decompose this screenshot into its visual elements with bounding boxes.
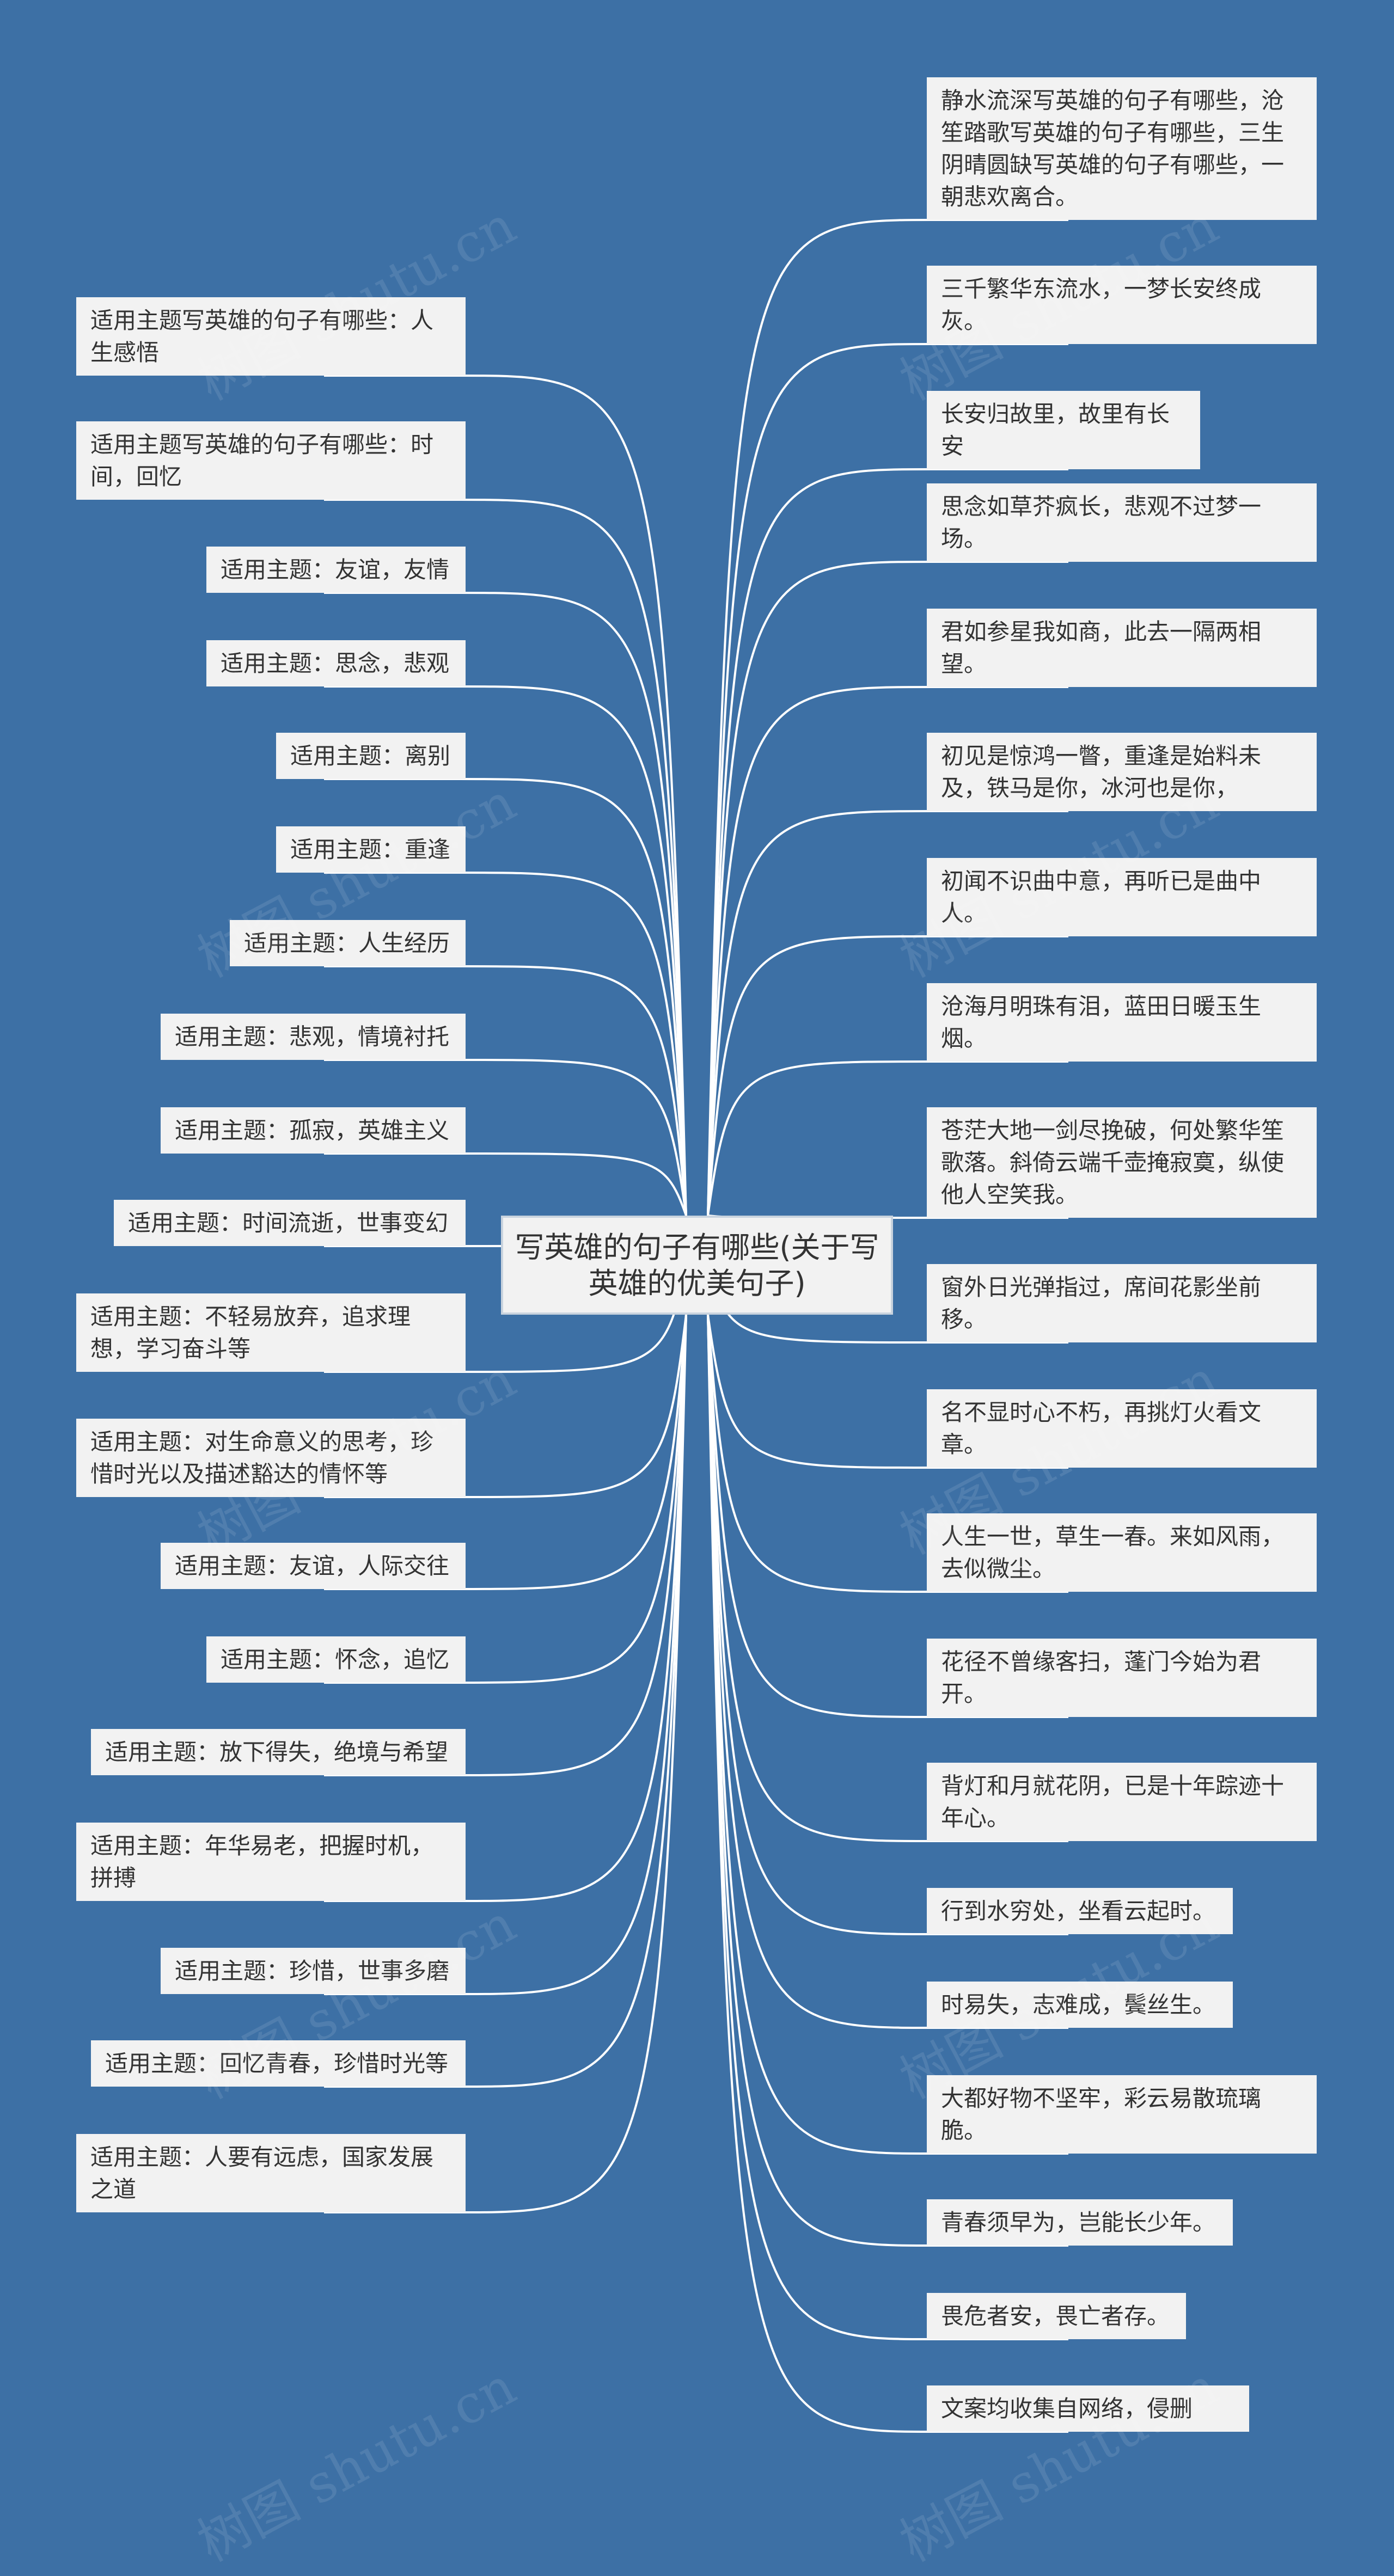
right-node-3[interactable]: 长安归故里，故里有长安 [927,391,1200,469]
connector-left-1 [324,375,687,1216]
connector-right-13 [707,1314,1068,1718]
left-node-18[interactable]: 适用主题：回忆青春，珍惜时光等 [91,2040,466,2087]
connector-left-15 [324,1314,687,1776]
left-node-9[interactable]: 适用主题：孤寂，英雄主义 [161,1107,466,1154]
mind-map-canvas: 写英雄的句子有哪些(关于写英雄的优美句子) 静水流深写英雄的句子有哪些，沧笙踏歌… [76,77,1317,2573]
connector-left-19 [324,1314,687,2213]
right-node-8[interactable]: 沧海月明珠有泪，蓝田日暖玉生烟。 [927,983,1317,1062]
connector-right-20 [707,1314,1068,2433]
left-node-5[interactable]: 适用主题：离别 [276,733,466,779]
left-node-17[interactable]: 适用主题：珍惜，世事多磨 [161,1948,466,1994]
right-node-5[interactable]: 君如参星我如商，此去一隔两相望。 [927,609,1317,687]
right-node-11[interactable]: 名不显时心不朽，再挑灯火看文章。 [927,1389,1317,1468]
connector-right-17 [707,1314,1068,2155]
right-node-1[interactable]: 静水流深写英雄的句子有哪些，沧笙踏歌写英雄的句子有哪些，三生阴晴圆缺写英雄的句子… [927,77,1317,220]
right-node-19[interactable]: 畏危者安，畏亡者存。 [927,2293,1186,2339]
left-node-8[interactable]: 适用主题：悲观，情境衬托 [161,1014,466,1060]
connector-right-5 [707,686,1068,1216]
connector-right-14 [707,1314,1068,1842]
left-node-3[interactable]: 适用主题：友谊，友情 [206,547,466,593]
connector-left-13 [324,1314,687,1590]
connector-left-4 [324,685,687,1216]
left-node-13[interactable]: 适用主题：友谊，人际交往 [161,1543,466,1589]
right-node-7[interactable]: 初闻不识曲中意，再听已是曲中人。 [927,858,1317,936]
left-node-12[interactable]: 适用主题：对生命意义的思考，珍惜时光以及描述豁达的情怀等 [76,1419,466,1497]
left-node-14[interactable]: 适用主题：怀念，追忆 [206,1636,466,1683]
left-node-19[interactable]: 适用主题：人要有远虑，国家发展之道 [76,2134,466,2212]
right-node-12[interactable]: 人生一世，草生一春。来如风雨，去似微尘。 [927,1513,1317,1592]
connector-right-15 [707,1314,1068,1935]
connector-left-18 [324,1314,687,2088]
connector-right-16 [707,1314,1068,2029]
connector-left-9 [324,1152,687,1216]
right-node-18[interactable]: 青春须早为，岂能长少年。 [927,2199,1233,2246]
connector-right-4 [707,561,1068,1216]
left-node-7[interactable]: 适用主题：人生经历 [230,920,466,966]
connector-left-6 [324,872,687,1216]
right-node-2[interactable]: 三千繁华东流水，一梦长安终成灰。 [927,266,1317,344]
right-node-20[interactable]: 文案均收集自网络，侵删 [927,2385,1249,2432]
left-node-6[interactable]: 适用主题：重逢 [276,826,466,873]
left-node-16[interactable]: 适用主题：年华易老，把握时机，拼搏 [76,1823,466,1901]
left-node-1[interactable]: 适用主题写英雄的句子有哪些：人生感悟 [76,297,466,376]
connector-left-16 [324,1314,687,1902]
connector-right-7 [707,935,1068,1216]
root-node[interactable]: 写英雄的句子有哪些(关于写英雄的优美句子) [501,1216,893,1315]
connector-left-8 [324,1059,687,1216]
connector-right-12 [707,1314,1068,1593]
right-node-4[interactable]: 思念如草芥疯长，悲观不过梦一场。 [927,483,1317,562]
connector-right-18 [707,1314,1068,2247]
right-node-17[interactable]: 大都好物不坚牢，彩云易散琉璃脆。 [927,2075,1317,2154]
right-node-15[interactable]: 行到水穷处，坐看云起时。 [927,1888,1233,1934]
right-node-13[interactable]: 花径不曾缘客扫，蓬门今始为君开。 [927,1639,1317,1717]
connector-right-1 [707,219,1068,1216]
connector-left-7 [324,965,687,1216]
connector-left-5 [324,778,687,1216]
right-node-6[interactable]: 初见是惊鸿一瞥，重逢是始料未及，铁马是你，冰河也是你， [927,733,1317,811]
right-node-14[interactable]: 背灯和月就花阴，已是十年踪迹十年心。 [927,1763,1317,1841]
connector-left-12 [324,1314,687,1498]
connector-right-8 [707,1060,1068,1216]
connector-left-3 [324,592,687,1216]
right-node-10[interactable]: 窗外日光弹指过，席间花影坐前移。 [927,1264,1317,1342]
left-node-11[interactable]: 适用主题：不轻易放弃，追求理想，学习奋斗等 [76,1293,466,1372]
right-node-9[interactable]: 苍茫大地一剑尽挽破，何处繁华笙歌落。斜倚云端千壶掩寂寞，纵使他人空笑我。 [927,1107,1317,1218]
connector-lines [324,219,1068,2433]
connector-left-17 [324,1314,687,1995]
connector-right-2 [707,343,1068,1216]
left-node-4[interactable]: 适用主题：思念，悲观 [206,640,466,686]
connector-left-14 [324,1314,687,1684]
left-node-15[interactable]: 适用主题：放下得失，绝境与希望 [91,1729,466,1775]
left-node-2[interactable]: 适用主题写英雄的句子有哪些：时间，回忆 [76,421,466,500]
left-node-10[interactable]: 适用主题：时间流逝，世事变幻 [114,1200,466,1246]
connector-right-3 [707,468,1068,1216]
connector-right-11 [707,1314,1068,1469]
connector-left-2 [324,499,687,1216]
right-node-16[interactable]: 时易失，志难成，鬓丝生。 [927,1982,1233,2028]
connector-right-6 [707,810,1068,1216]
